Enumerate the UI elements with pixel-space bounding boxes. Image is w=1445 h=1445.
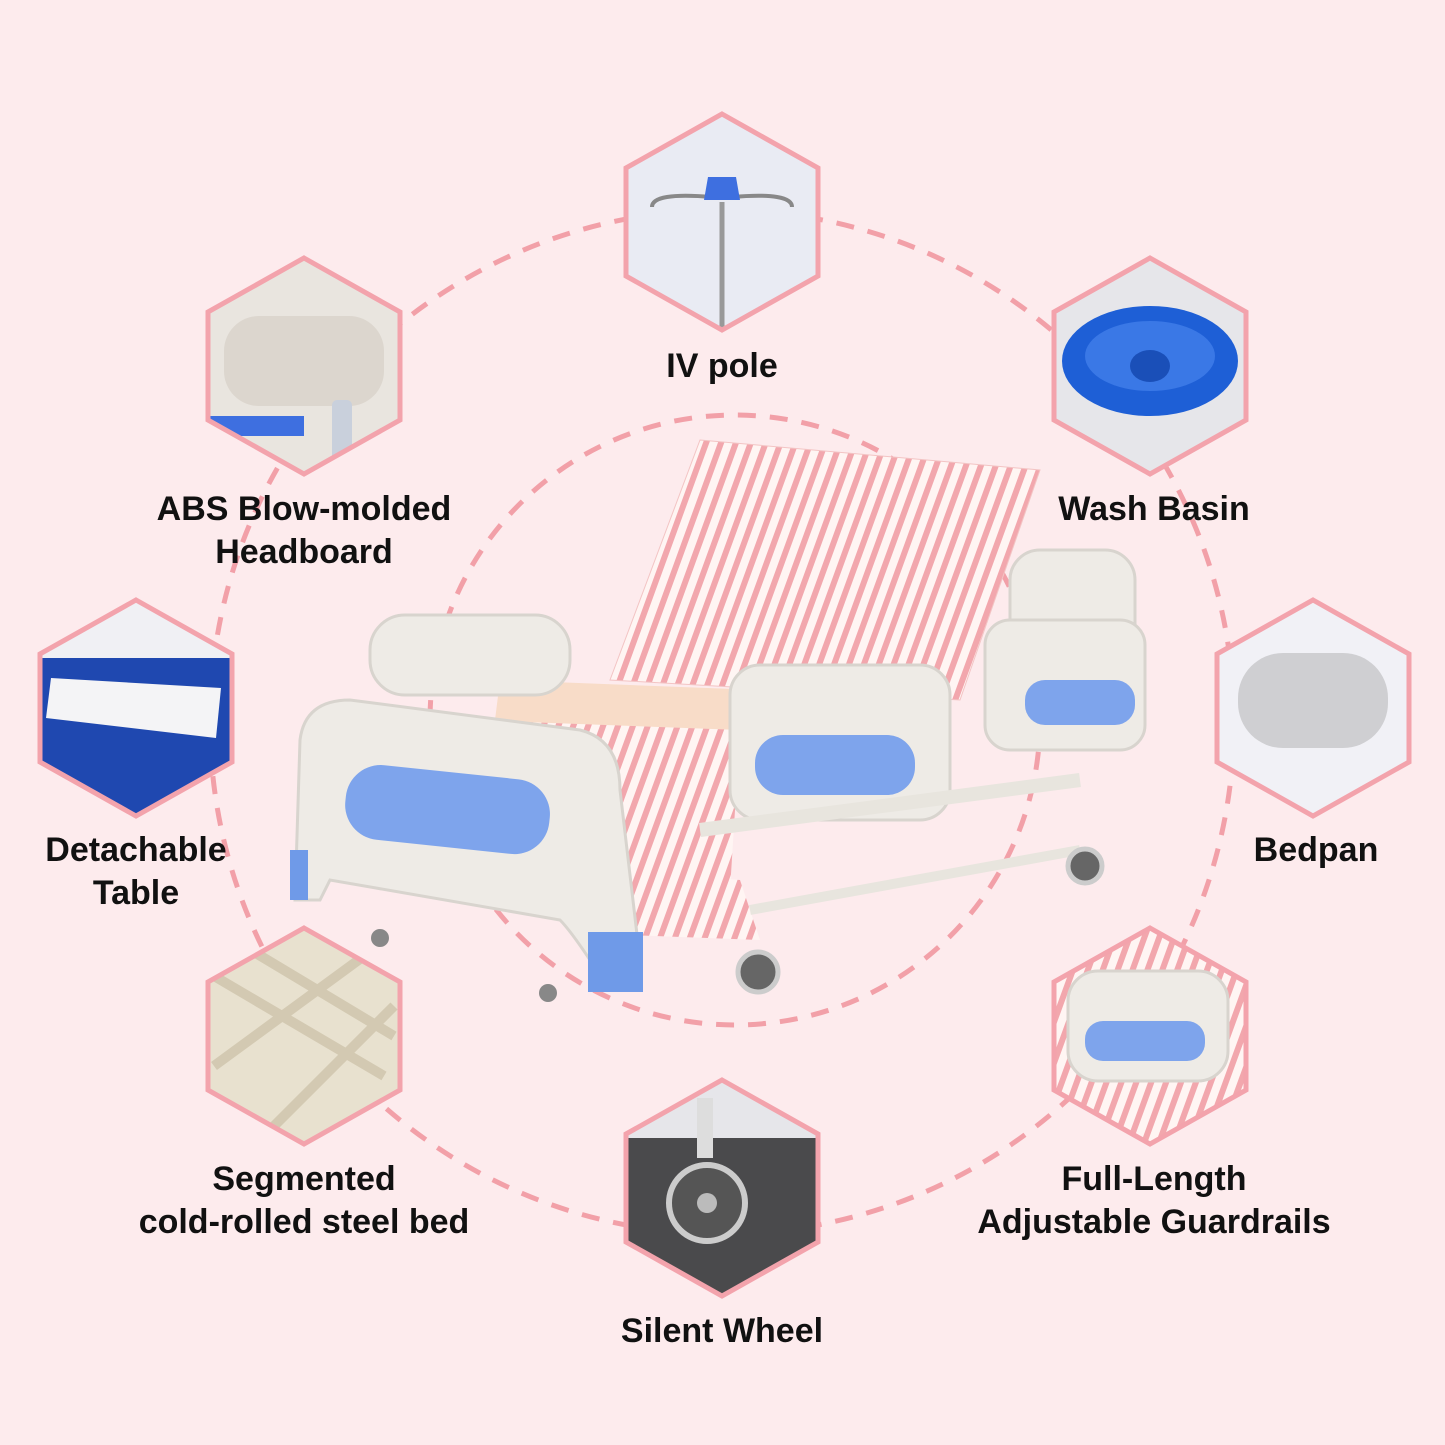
label-line: cold-rolled steel bed bbox=[138, 1203, 470, 1241]
label-silent-wheel: Silent Wheel bbox=[621, 1310, 823, 1353]
silent-wheel-hexagon bbox=[623, 1077, 821, 1299]
iv-pole-hexagon bbox=[623, 111, 821, 333]
headboard-hexagon bbox=[205, 255, 403, 477]
segmented-bed-hexagon bbox=[205, 925, 403, 1147]
label-iv-pole: IV pole bbox=[666, 345, 777, 388]
label-wash-basin: Wash Basin bbox=[1058, 488, 1249, 531]
label-line: Detachable bbox=[45, 831, 227, 869]
label-line: Table bbox=[92, 874, 180, 912]
label-line: Wash Basin bbox=[1058, 490, 1250, 528]
label-line: Segmented bbox=[212, 1160, 396, 1198]
label-line: Headboard bbox=[215, 533, 393, 571]
label-line: ABS Blow-molded bbox=[156, 490, 452, 528]
label-line: Adjustable Guardrails bbox=[977, 1203, 1331, 1241]
detachable-table-hexagon bbox=[37, 597, 235, 819]
label-line: Bedpan bbox=[1253, 831, 1379, 869]
guardrails-hexagon bbox=[1051, 925, 1249, 1147]
bedpan-hexagon bbox=[1214, 597, 1412, 819]
label-segmented-bed: Segmented cold-rolled steel bed bbox=[139, 1158, 470, 1244]
label-line: Full-Length bbox=[1061, 1160, 1247, 1198]
label-line: IV pole bbox=[666, 347, 778, 385]
wash-basin-hexagon bbox=[1051, 255, 1249, 477]
hospital-bed-image bbox=[290, 439, 1147, 1002]
label-bedpan: Bedpan bbox=[1254, 829, 1379, 872]
label-line: Silent Wheel bbox=[620, 1312, 824, 1350]
